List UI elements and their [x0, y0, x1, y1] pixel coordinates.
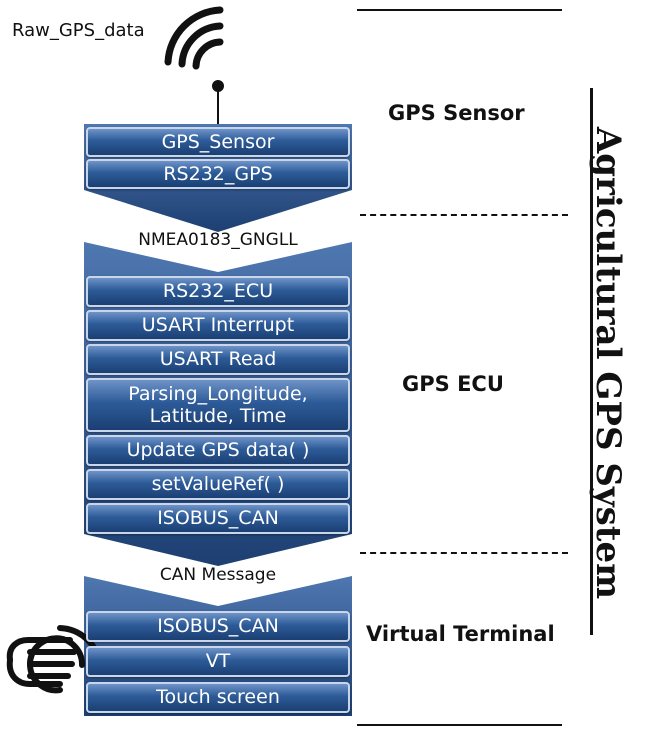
top-separator	[357, 9, 562, 11]
box-gps-sensor: GPS_Sensor	[86, 127, 350, 157]
stage-gps-ecu: GPS ECU	[402, 372, 504, 396]
title-bracket-line	[590, 88, 593, 635]
box-rs232-gps: RS232_GPS	[86, 159, 350, 189]
message-sensor-to-ecu: NMEA0183_GNGLL	[138, 230, 298, 250]
bottom-separator	[357, 724, 562, 726]
box-touch-screen: Touch screen	[86, 682, 350, 713]
message-ecu-to-vt: CAN Message	[159, 565, 277, 585]
box-rs232-ecu: RS232_ECU	[86, 276, 350, 307]
separator-sensor-ecu	[360, 214, 568, 216]
touch-hand-icon	[6, 625, 103, 694]
box-usart-interrupt: USART Interrupt	[86, 310, 350, 341]
box-update-gps-data: Update GPS data( )	[86, 435, 350, 466]
box-parsing: Parsing_Longitude, Latitude, Time	[86, 378, 350, 432]
box-isobus-can-ecu: ISOBUS_CAN	[86, 503, 350, 534]
box-vt: VT	[86, 646, 350, 677]
box-setvalueref: setValueRef( )	[86, 469, 350, 500]
antenna-dot	[212, 80, 224, 92]
separator-ecu-vt	[360, 552, 568, 554]
box-usart-read: USART Read	[86, 344, 350, 375]
wifi-signal-icon	[164, 6, 224, 70]
raw-gps-label: Raw_GPS_data	[12, 20, 145, 41]
stage-gps-sensor: GPS Sensor	[388, 101, 525, 125]
box-isobus-can-vt: ISOBUS_CAN	[86, 611, 350, 642]
stage-virtual-terminal: Virtual Terminal	[366, 622, 555, 646]
diagram-title: Agricultural GPS System	[588, 126, 628, 600]
